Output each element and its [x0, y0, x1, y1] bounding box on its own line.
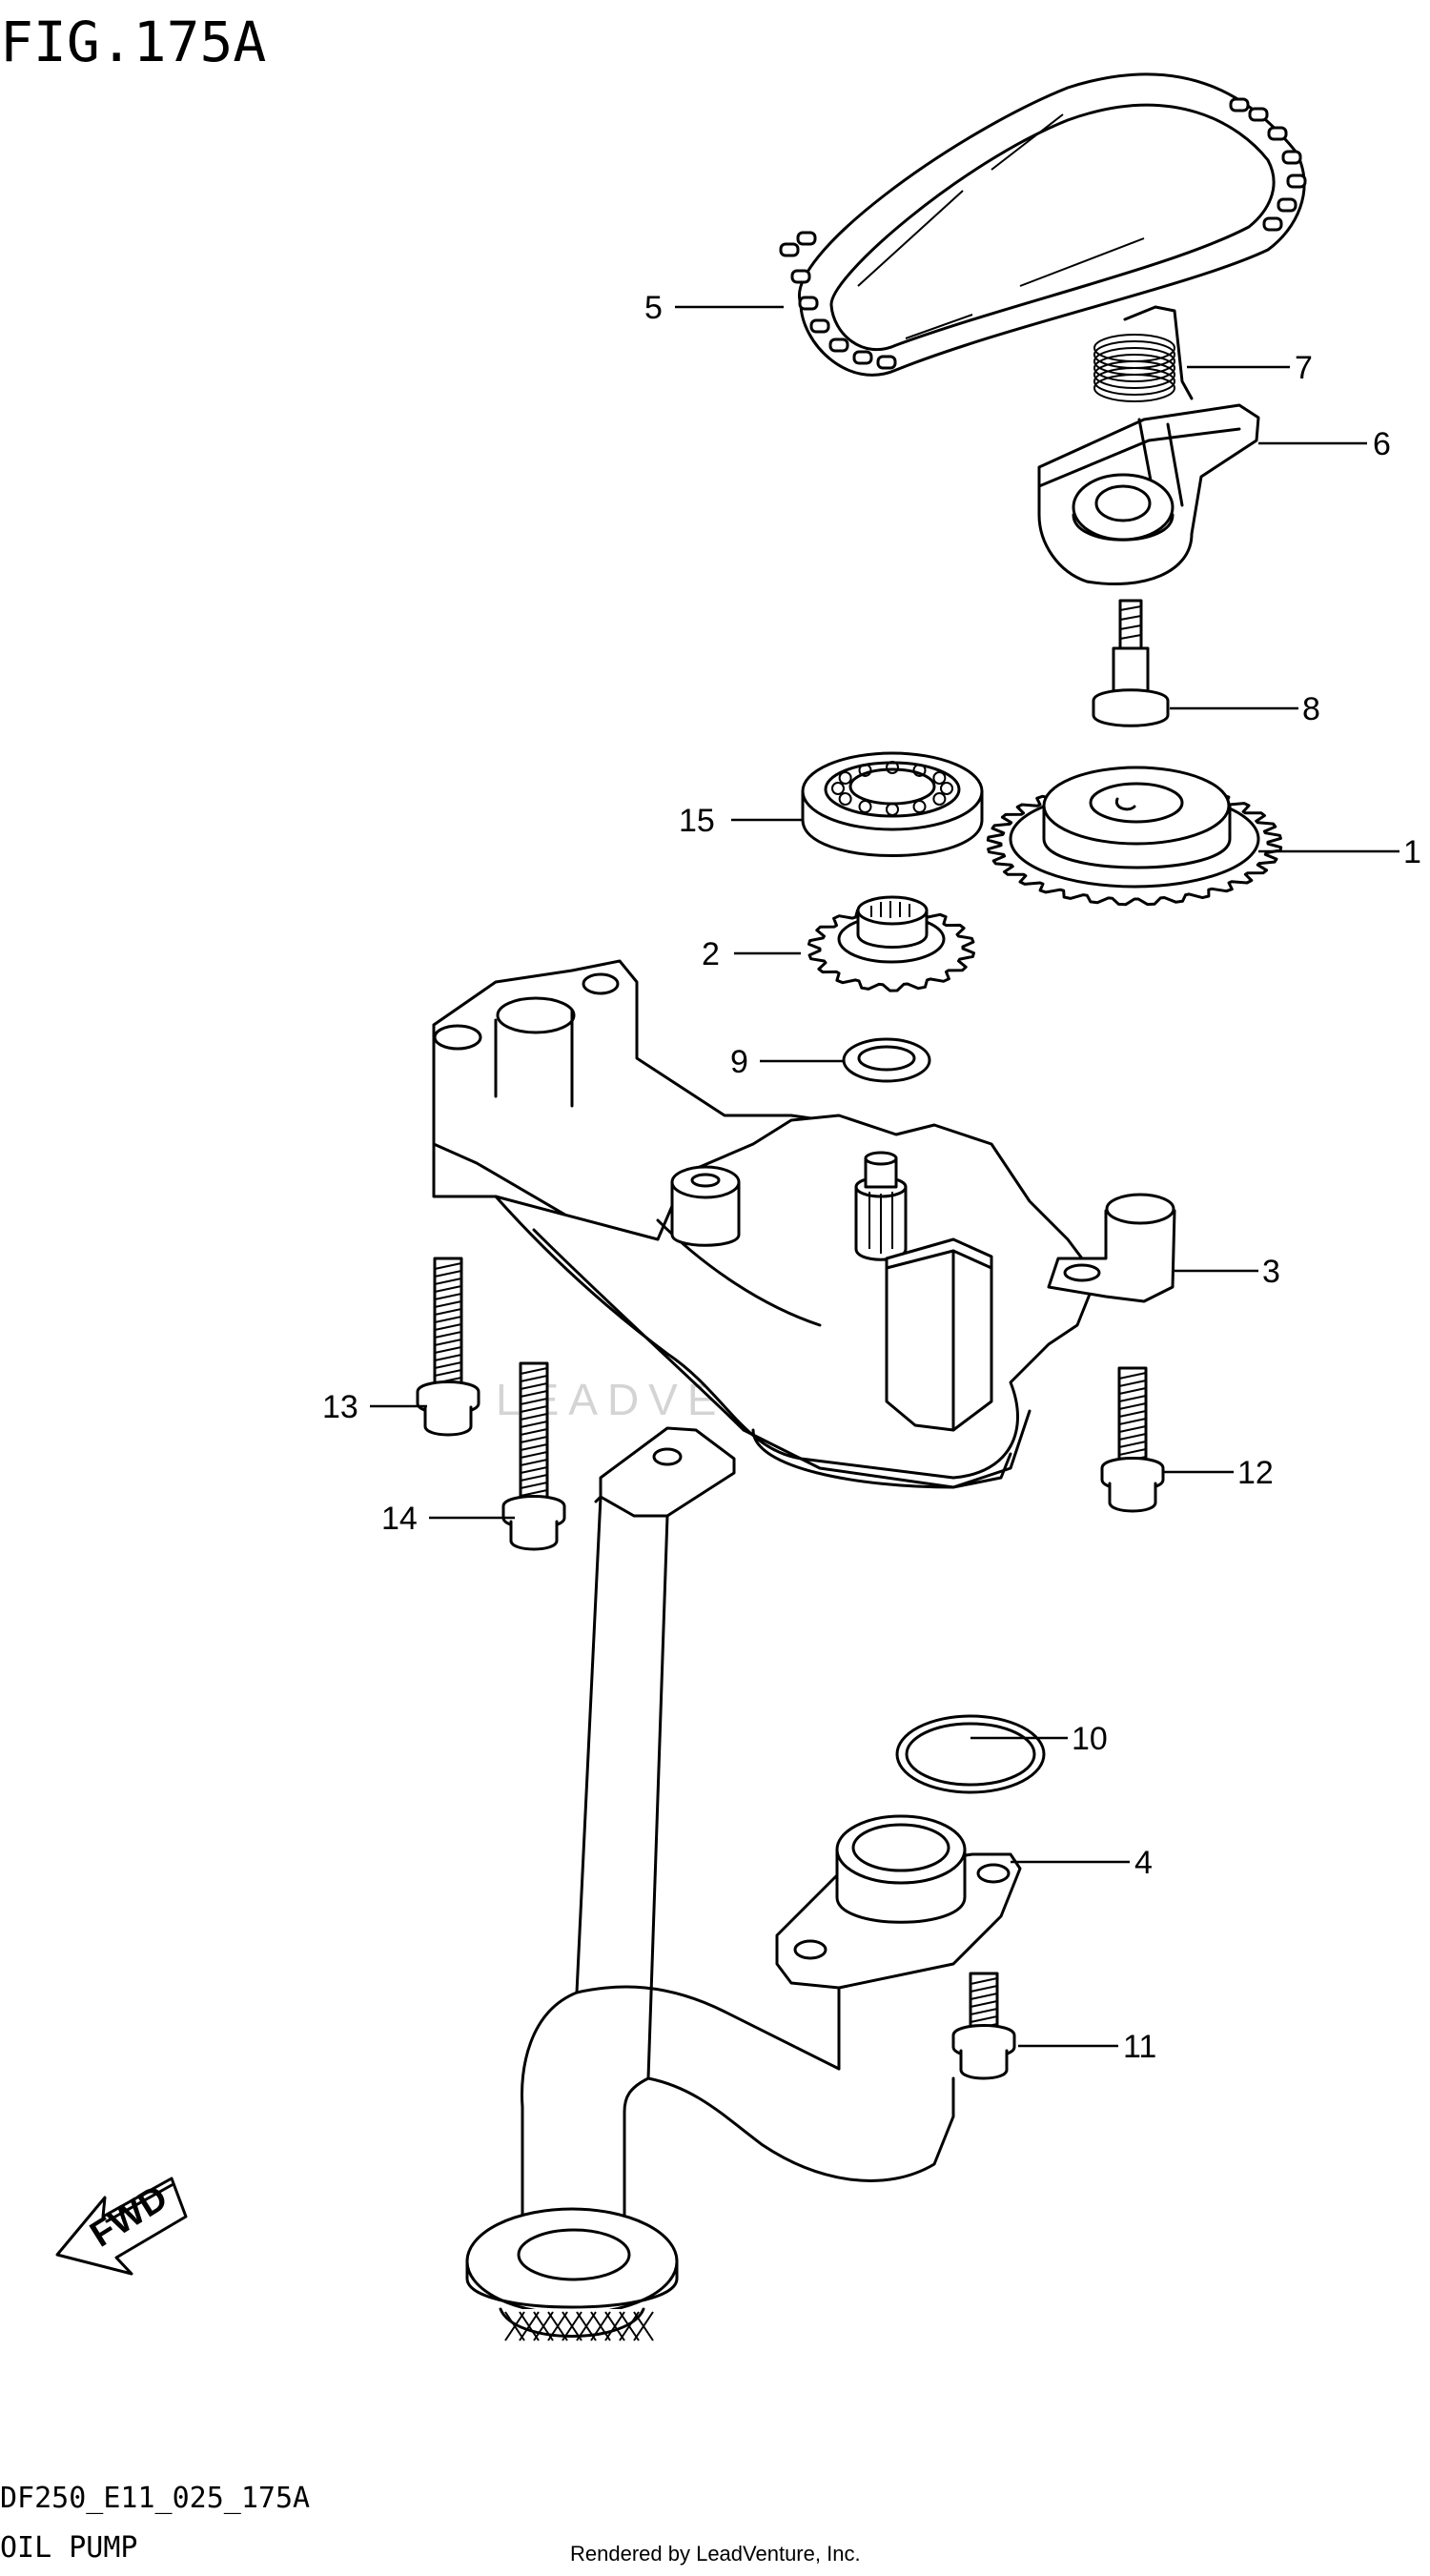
tensioner-part[interactable] — [1037, 403, 1260, 586]
callout-5: 5 — [644, 290, 663, 326]
drive-sprocket-part[interactable] — [986, 766, 1283, 907]
callout-15: 15 — [679, 803, 715, 839]
callout-11: 11 — [1123, 2029, 1156, 2065]
fwd-arrow-icon: FWD — [55, 2177, 188, 2276]
render-credit: Rendered by LeadVenture, Inc. — [570, 2542, 861, 2566]
diagram-code: DF250_E11_025_175A — [0, 2482, 310, 2515]
bolt-part[interactable] — [1092, 599, 1170, 727]
strainer-flange-part[interactable] — [775, 1814, 1022, 1990]
washer-part[interactable] — [842, 1037, 931, 1083]
o-ring-part[interactable] — [895, 1714, 1046, 1794]
callout-13: 13 — [322, 1389, 358, 1425]
callout-10: 10 — [1072, 1721, 1108, 1757]
chain-part[interactable] — [779, 72, 1307, 377]
driven-sprocket-part[interactable] — [807, 895, 975, 992]
bolt-14-part[interactable] — [501, 1361, 566, 1551]
callout-12: 12 — [1237, 1455, 1274, 1491]
bolt-13-part[interactable] — [416, 1257, 480, 1437]
callout-7: 7 — [1295, 350, 1313, 386]
callout-4: 4 — [1134, 1845, 1153, 1881]
bolt-12-part[interactable] — [1100, 1366, 1165, 1513]
bearing-part[interactable] — [801, 751, 984, 857]
oil-pump-part[interactable] — [432, 959, 1176, 1489]
callout-8: 8 — [1302, 691, 1320, 727]
spring-part[interactable] — [1093, 305, 1194, 402]
callout-6: 6 — [1373, 426, 1391, 462]
callout-3: 3 — [1262, 1254, 1280, 1290]
callout-9: 9 — [730, 1044, 748, 1080]
figure-title: FIG.175A — [0, 10, 266, 74]
callout-2: 2 — [702, 936, 720, 972]
callout-1: 1 — [1403, 834, 1421, 870]
diagram-name: OIL PUMP — [0, 2531, 138, 2565]
bolt-11-part[interactable] — [951, 1972, 1016, 2080]
callout-14: 14 — [381, 1501, 418, 1537]
oil-pickup-tube[interactable] — [465, 1426, 955, 2341]
